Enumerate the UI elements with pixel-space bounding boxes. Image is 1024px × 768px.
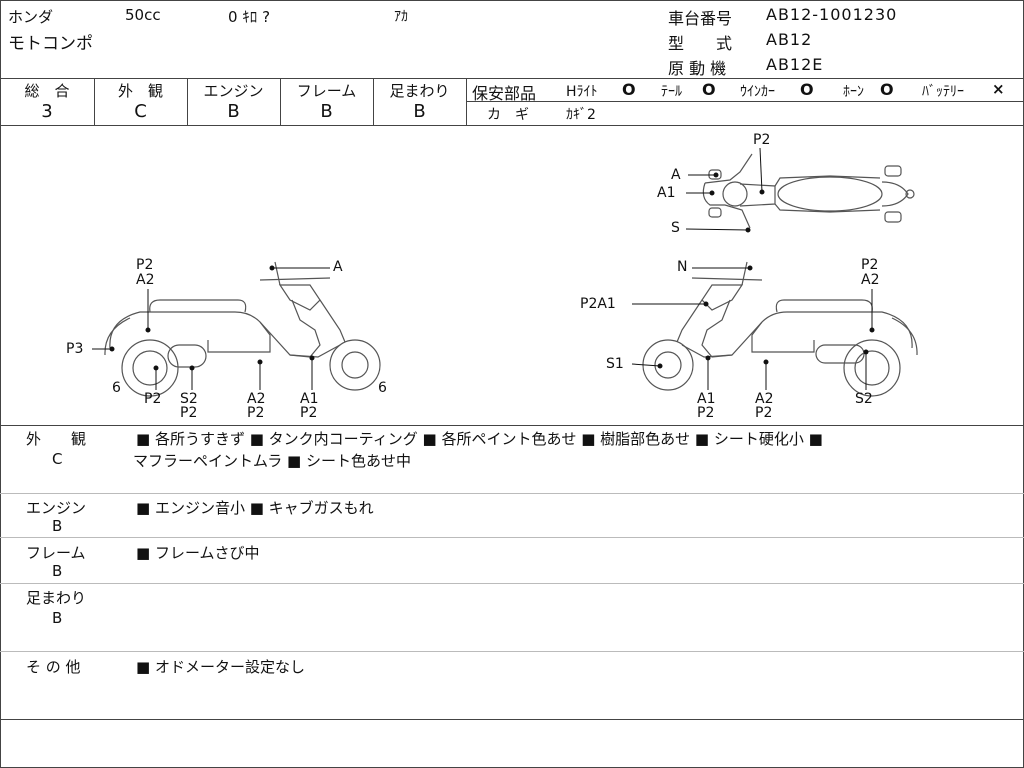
label-top-a1: A1: [657, 185, 676, 201]
note-grade-frame: B: [52, 562, 63, 580]
safety-label: 保安部品: [472, 84, 537, 103]
left-side-view-drawing: [104, 261, 381, 397]
model-name: モトコンポ: [8, 34, 93, 54]
label-right-s2: S2: [855, 391, 873, 407]
engine-value: AB12E: [766, 55, 824, 74]
note-grade-exterior: C: [52, 450, 63, 468]
chassis-value: AB12-1001230: [766, 5, 898, 24]
divider: [0, 78, 1024, 79]
label-top-a: A: [671, 167, 681, 183]
note-label-other: そ の 他: [26, 658, 81, 676]
divider: [373, 78, 374, 125]
safety-item-winker: ｳｲﾝｶｰ: [740, 84, 775, 100]
label-top-p2: P2: [753, 132, 771, 148]
note-grade-engine: B: [52, 517, 63, 535]
chassis-label: 車台番号: [668, 9, 733, 28]
divider: [466, 101, 1024, 102]
note-label-suspension: 足まわり: [26, 589, 87, 607]
engine-label: 原 動 機: [668, 59, 727, 78]
divider: [0, 493, 1024, 494]
label-right-b1b: P2: [697, 405, 715, 421]
grade-label-overall: 総 合: [24, 82, 70, 100]
note-label-frame: フレーム: [26, 544, 86, 562]
label-left-b3a: A2: [247, 391, 266, 407]
safety-mark-horn: O: [880, 80, 894, 99]
type-value: AB12: [766, 30, 813, 49]
grade-label-suspension: 足まわり: [389, 82, 450, 100]
label-left-6-rear: 6: [378, 380, 387, 396]
label-left-b1: P2: [144, 391, 162, 407]
divider: [0, 537, 1024, 538]
label-right-a2: A2: [861, 272, 880, 288]
maker: ホンダ: [8, 8, 54, 26]
safety-item-headlight: Hﾗｲﾄ: [566, 84, 598, 100]
safety-mark-winker: O: [800, 80, 814, 99]
top-view-drawing: [702, 153, 915, 229]
key-value: ｶｷﾞ2: [566, 107, 596, 123]
label-left-b2b: P2: [180, 405, 198, 421]
grade-value-overall: 3: [41, 101, 53, 122]
displacement: 50cc: [125, 6, 161, 24]
note-label-engine: エンジン: [26, 499, 87, 517]
mileage: 0 ｷﾛ ?: [228, 8, 271, 26]
divider: [0, 583, 1024, 584]
label-right-p2: P2: [861, 257, 879, 273]
grade-label-frame: フレーム: [296, 82, 357, 100]
label-right-b2a: A2: [755, 391, 774, 407]
label-top-s: S: [671, 220, 680, 236]
divider: [187, 78, 188, 125]
grade-value-frame: B: [320, 101, 333, 122]
key-label: カ ギ: [487, 107, 529, 123]
safety-mark-battery: ×: [992, 80, 1005, 98]
divider: [0, 651, 1024, 652]
divider: [0, 425, 1024, 426]
label-left-p2: P2: [136, 257, 154, 273]
grade-label-engine: エンジン: [203, 82, 264, 100]
grade-value-exterior: C: [134, 101, 147, 122]
grade-value-suspension: B: [413, 101, 426, 122]
note-text-exterior-2: マフラーペイントムラ ■ シート色あせ中: [133, 452, 411, 470]
note-text-other: ■ オドメーター設定なし: [136, 658, 305, 676]
note-text-exterior-1: ■ 各所うすきず ■ タンク内コーティング ■ 各所ペイント色あせ ■ 樹脂部色…: [136, 430, 823, 448]
grade-value-engine: B: [227, 101, 240, 122]
label-right-s1: S1: [606, 356, 624, 372]
divider: [280, 78, 281, 125]
label-left-6-front: 6: [112, 380, 121, 396]
note-grade-suspension: B: [52, 609, 63, 627]
label-right-b2b: P2: [755, 405, 773, 421]
note-label-exterior: 外 観: [26, 430, 87, 448]
safety-item-battery: ﾊﾞｯﾃﾘｰ: [922, 84, 964, 100]
label-left-a: A: [333, 259, 343, 275]
label-left-b4a: A1: [300, 391, 319, 407]
divider: [94, 78, 95, 125]
safety-mark-headlight: O: [622, 80, 636, 99]
label-left-a2: A2: [136, 272, 155, 288]
note-text-frame: ■ フレームさび中: [136, 544, 260, 562]
safety-item-horn: ﾎｰﾝ: [843, 84, 864, 100]
label-left-p3: P3: [66, 341, 84, 357]
label-left-b3b: P2: [247, 405, 265, 421]
divider: [0, 719, 1024, 720]
note-text-engine: ■ エンジン音小 ■ キャブガスもれ: [136, 499, 374, 517]
divider: [0, 125, 1024, 126]
scooter-diagram: [92, 147, 918, 397]
label-left-b2a: S2: [180, 391, 198, 407]
label-right-b1a: A1: [697, 391, 716, 407]
label-right-n: N: [677, 259, 688, 275]
label-left-b4b: P2: [300, 405, 318, 421]
color: ｱｶ: [394, 9, 408, 25]
safety-item-tail: ﾃｰﾙ: [661, 84, 682, 100]
type-label: 型 式: [668, 34, 733, 53]
grade-label-exterior: 外 観: [117, 82, 163, 100]
label-right-p2a1: P2A1: [580, 296, 616, 312]
safety-mark-tail: O: [702, 80, 716, 99]
